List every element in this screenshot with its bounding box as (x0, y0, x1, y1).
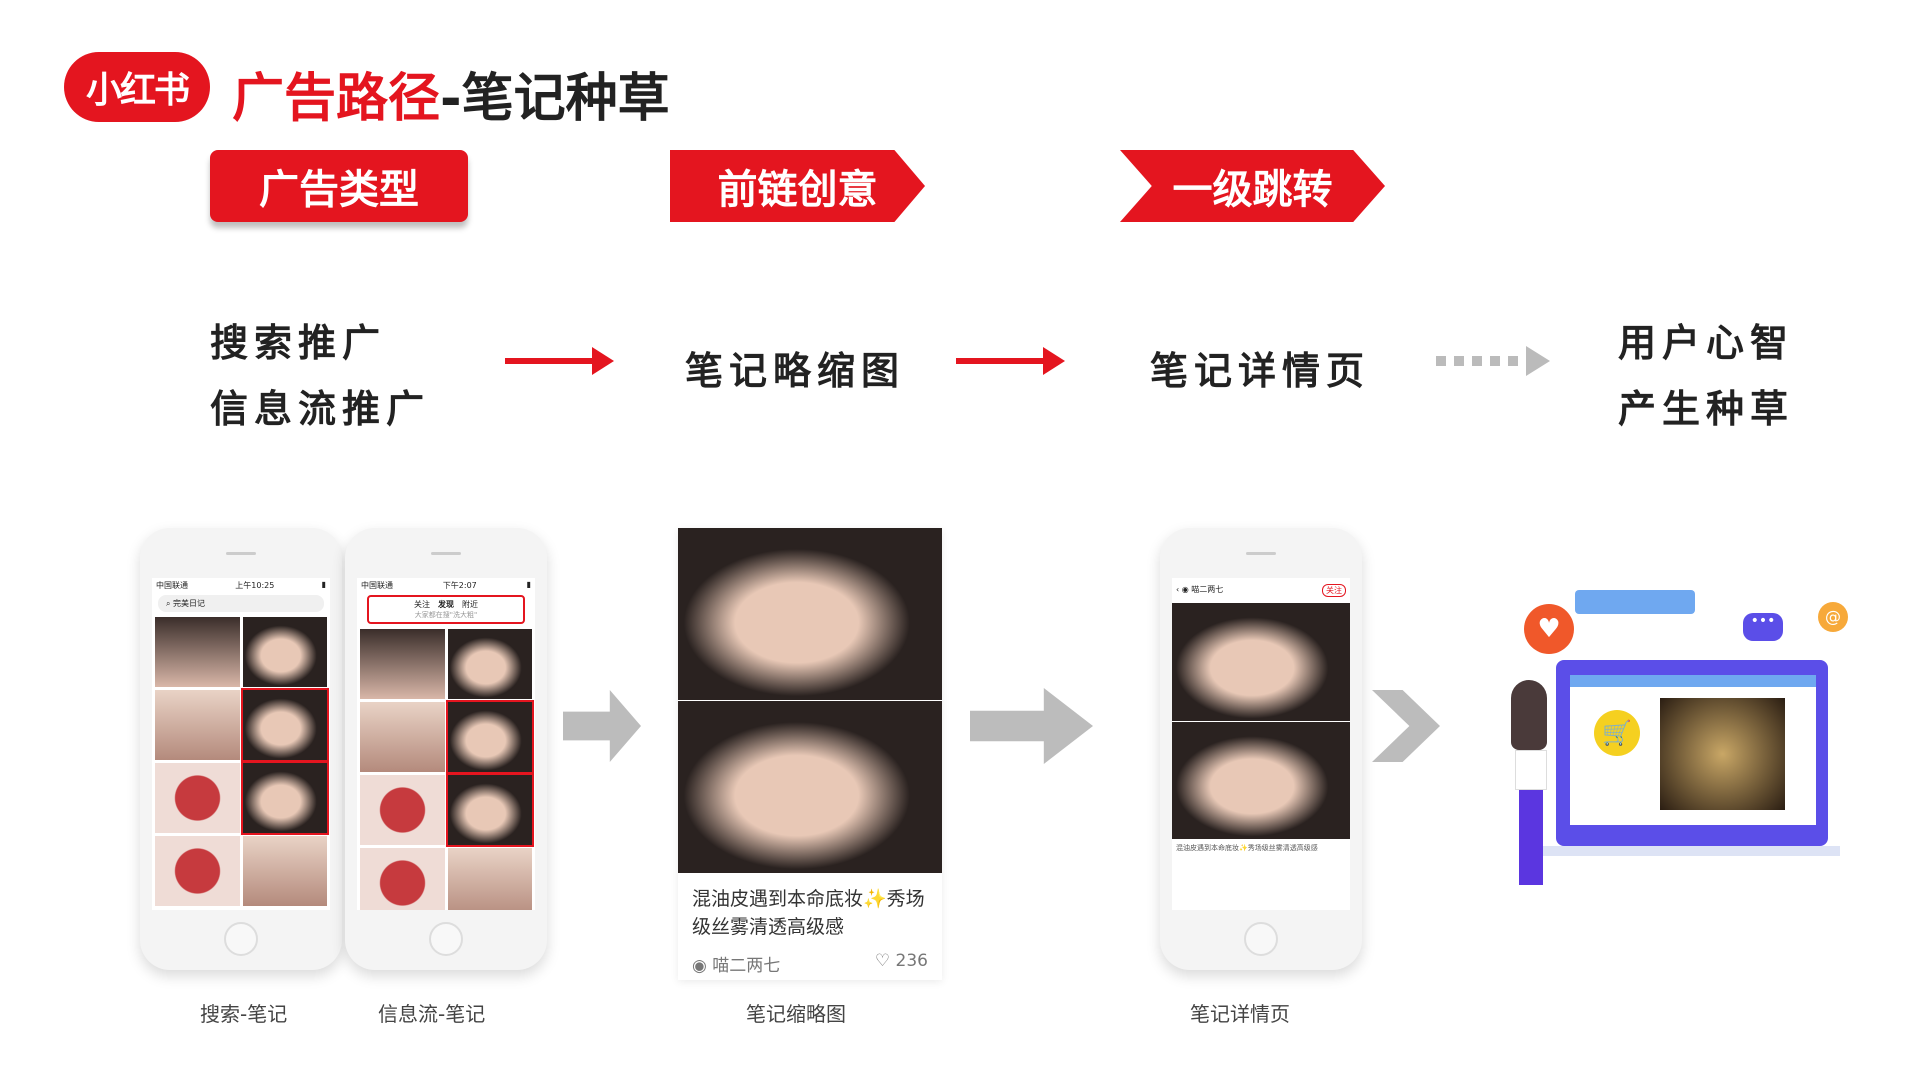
search-input[interactable]: ⌕ 完美日记 (158, 595, 324, 612)
step-detail: 笔记详情页 (1150, 349, 1371, 393)
tag-front-creative: 前链创意 (670, 150, 925, 222)
step-thumbnail: 笔记略缩图 (685, 349, 906, 393)
step-result-2: 产生种草 (1618, 387, 1795, 431)
follow-button[interactable]: 关注 (1322, 584, 1346, 597)
xiaohongshu-logo: 小红书 (64, 52, 210, 122)
tab-follow[interactable]: 关注 (414, 600, 430, 609)
at-icon: @ (1818, 602, 1848, 632)
step-search-ad: 搜索推广 (210, 321, 387, 365)
title-rest: -笔记种草 (440, 69, 670, 129)
red-arrow-2 (956, 347, 1065, 375)
step-result-1: 用户心智 (1618, 321, 1795, 365)
tab-discover[interactable]: 发现 (438, 600, 454, 609)
phone-search-note: 中国联通上午10:25▮ ⌕ 完美日记 (140, 528, 342, 970)
step-feed-ad: 信息流推广 (210, 387, 431, 431)
note-caption: 混油皮遇到本命底妆✨秀场级丝雾清透高级感 (692, 888, 925, 938)
gray-arrow-2 (970, 688, 1093, 764)
home-button (1244, 922, 1278, 956)
heart-outline-icon: ♡ (874, 951, 891, 971)
search-placeholder: 大家都在搜"洗大粗" (414, 611, 478, 619)
status-time: 上午10:25 (235, 581, 275, 590)
label-detail: 笔记详情页 (1190, 1002, 1290, 1026)
page-title: 广告路径-笔记种草 (232, 56, 670, 131)
author: ◉ 喵二两七 (692, 956, 781, 976)
detail-author: 喵二两七 (1191, 585, 1224, 594)
tab-nearby[interactable]: 附近 (462, 600, 478, 609)
title-highlight: 广告路径 (232, 69, 441, 129)
tag-ad-type: 广告类型 (210, 150, 468, 222)
tag-first-jump: 一级跳转 (1120, 150, 1385, 222)
woman-figure (1505, 680, 1557, 890)
phone-feed-note: 中国联通下午2:07▮ 关注 发现 附近 大家都在搜"洗大粗" (345, 528, 547, 970)
label-feed-note: 信息流-笔记 (378, 1002, 486, 1026)
cart-icon: 🛒 (1594, 710, 1640, 756)
message-dots-icon: ••• (1743, 613, 1783, 641)
like-count[interactable]: ♡ 236 (874, 951, 928, 971)
dotted-arrow (1436, 346, 1550, 376)
home-button (224, 922, 258, 956)
phone-screen: ‹ ◉ 喵二两七关注 混油皮遇到本命底妆✨秀场级丝雾清透高级感 (1172, 578, 1350, 910)
detail-caption: 混油皮遇到本命底妆✨秀场级丝雾清透高级感 (1176, 844, 1318, 852)
home-button (429, 922, 463, 956)
phone-screen: 中国联通上午10:25▮ ⌕ 完美日记 (152, 578, 330, 910)
status-time: 下午2:07 (442, 581, 477, 590)
note-thumbnail-card[interactable]: 混油皮遇到本命底妆✨秀场级丝雾清透高级感 ◉ 喵二两七 ♡ 236 (678, 528, 942, 980)
shopping-illustration: 🛒 ♥ ••• @ (1460, 580, 1900, 900)
phone-screen: 中国联通下午2:07▮ 关注 发现 附近 大家都在搜"洗大粗" (357, 578, 535, 910)
label-search-note: 搜索-笔记 (200, 1002, 288, 1026)
heart-icon: ♥ (1524, 604, 1574, 654)
carrier: 中国联通 (361, 581, 393, 590)
note-cover-image (678, 528, 942, 873)
gray-arrow-1 (563, 690, 641, 762)
gray-chevron (1372, 690, 1440, 762)
carrier: 中国联通 (156, 581, 188, 590)
chat-bubble-icon (1575, 590, 1695, 614)
feed-tabs-highlight: 关注 发现 附近 大家都在搜"洗大粗" (367, 595, 525, 624)
red-arrow-1 (505, 347, 614, 375)
phone-note-detail: ‹ ◉ 喵二两七关注 混油皮遇到本命底妆✨秀场级丝雾清透高级感 (1160, 528, 1362, 970)
label-thumbnail: 笔记缩略图 (746, 1002, 846, 1026)
